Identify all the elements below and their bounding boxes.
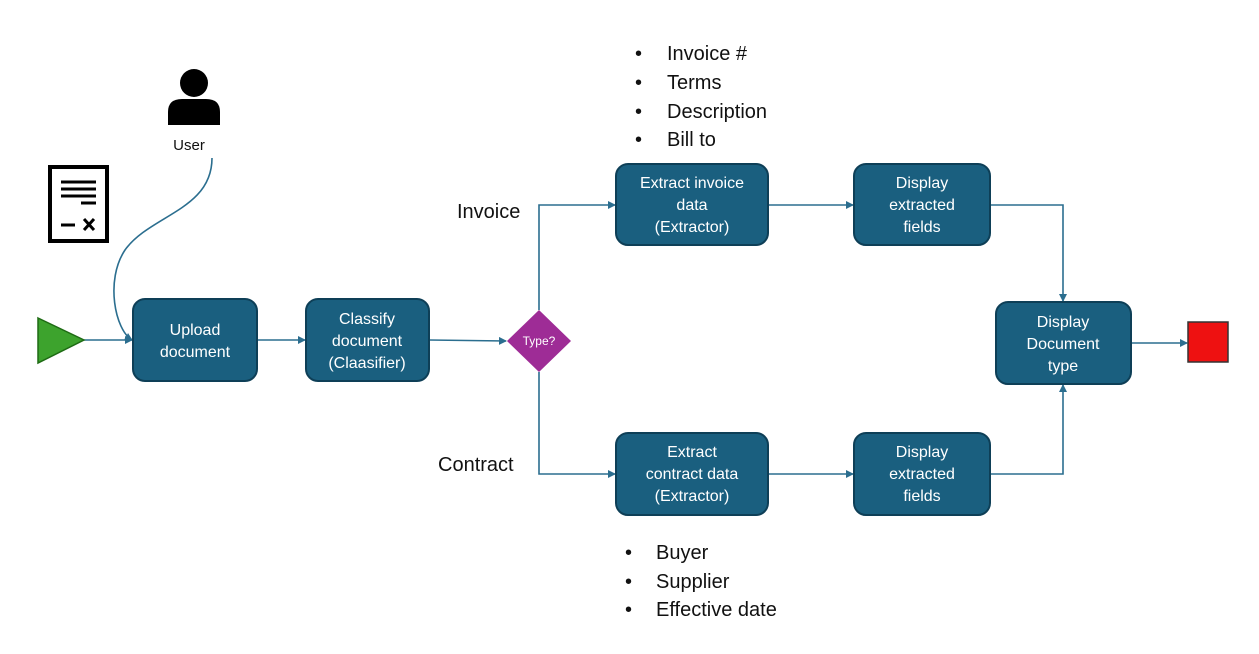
list-item: Buyer [656, 542, 709, 564]
bullet: • [625, 571, 632, 593]
edges [84, 157, 1188, 478]
node-display-invoice-fields[interactable]: Display extracted fields [853, 163, 991, 246]
node-line: data [676, 197, 707, 214]
list-item: Terms [667, 72, 721, 94]
node-line: Document [1027, 336, 1100, 353]
node-line: (Claasifier) [328, 355, 405, 372]
bullet: • [635, 129, 642, 151]
branch-label-invoice: Invoice [457, 201, 520, 223]
node-line: extracted [889, 197, 955, 214]
user-actor: User [168, 69, 220, 154]
node-line: Display [896, 175, 948, 192]
node-line: type [1048, 358, 1078, 375]
node-line: (Extractor) [655, 219, 730, 236]
node-extract-contract[interactable]: Extract contract data (Extractor) [615, 432, 769, 516]
node-display-contract-fields[interactable]: Display extracted fields [853, 432, 991, 516]
node-line: extracted [889, 466, 955, 483]
node-line: Classify [339, 311, 395, 328]
list-item: Description [667, 101, 767, 123]
decision-type[interactable]: Type? [507, 310, 571, 372]
node-line: document [332, 333, 403, 350]
node-line: fields [903, 219, 940, 236]
list-item: Supplier [656, 571, 730, 593]
node-display-document-type[interactable]: Display Document type [995, 301, 1132, 385]
edge-decision-contract [538, 372, 616, 478]
document-icon [48, 165, 109, 243]
node-line: contract data [646, 466, 739, 483]
list-item: Effective date [656, 599, 777, 621]
node-line: document [160, 344, 231, 361]
node-line: fields [903, 488, 940, 505]
node-line: Extract [667, 444, 717, 461]
end-event-icon [1187, 321, 1229, 363]
invoice-fields-list: • Invoice # • Terms • Description • Bill… [635, 43, 767, 151]
node-extract-invoice[interactable]: Extract invoice data (Extractor) [615, 163, 769, 246]
decision-label: Type? [523, 334, 556, 348]
bullet: • [635, 101, 642, 123]
edge-classify-decision [428, 336, 507, 345]
branch-label-contract: Contract [438, 454, 514, 476]
edge-decision-invoice [538, 201, 616, 310]
user-label: User [173, 137, 205, 154]
node-classify-document[interactable]: Classify document (Claasifier) [305, 298, 430, 382]
list-item: Bill to [667, 129, 716, 151]
edge-user-upload [113, 157, 213, 341]
person-icon [168, 69, 220, 125]
start-event-icon [37, 316, 86, 365]
edge-display-contract-type [990, 384, 1067, 475]
contract-fields-list: • Buyer • Supplier • Effective date [625, 542, 777, 621]
list-item: Invoice # [667, 43, 748, 65]
bullet: • [635, 43, 642, 65]
node-line: Upload [170, 322, 221, 339]
bullet: • [625, 542, 632, 564]
node-line: (Extractor) [655, 488, 730, 505]
bullet: • [625, 599, 632, 621]
node-line: Extract invoice [640, 175, 744, 192]
bullet: • [635, 72, 642, 94]
node-line: Display [896, 444, 948, 461]
edge-display-invoice-type [990, 204, 1067, 302]
node-line: Display [1037, 314, 1089, 331]
node-upload-document[interactable]: Upload document [132, 298, 258, 382]
